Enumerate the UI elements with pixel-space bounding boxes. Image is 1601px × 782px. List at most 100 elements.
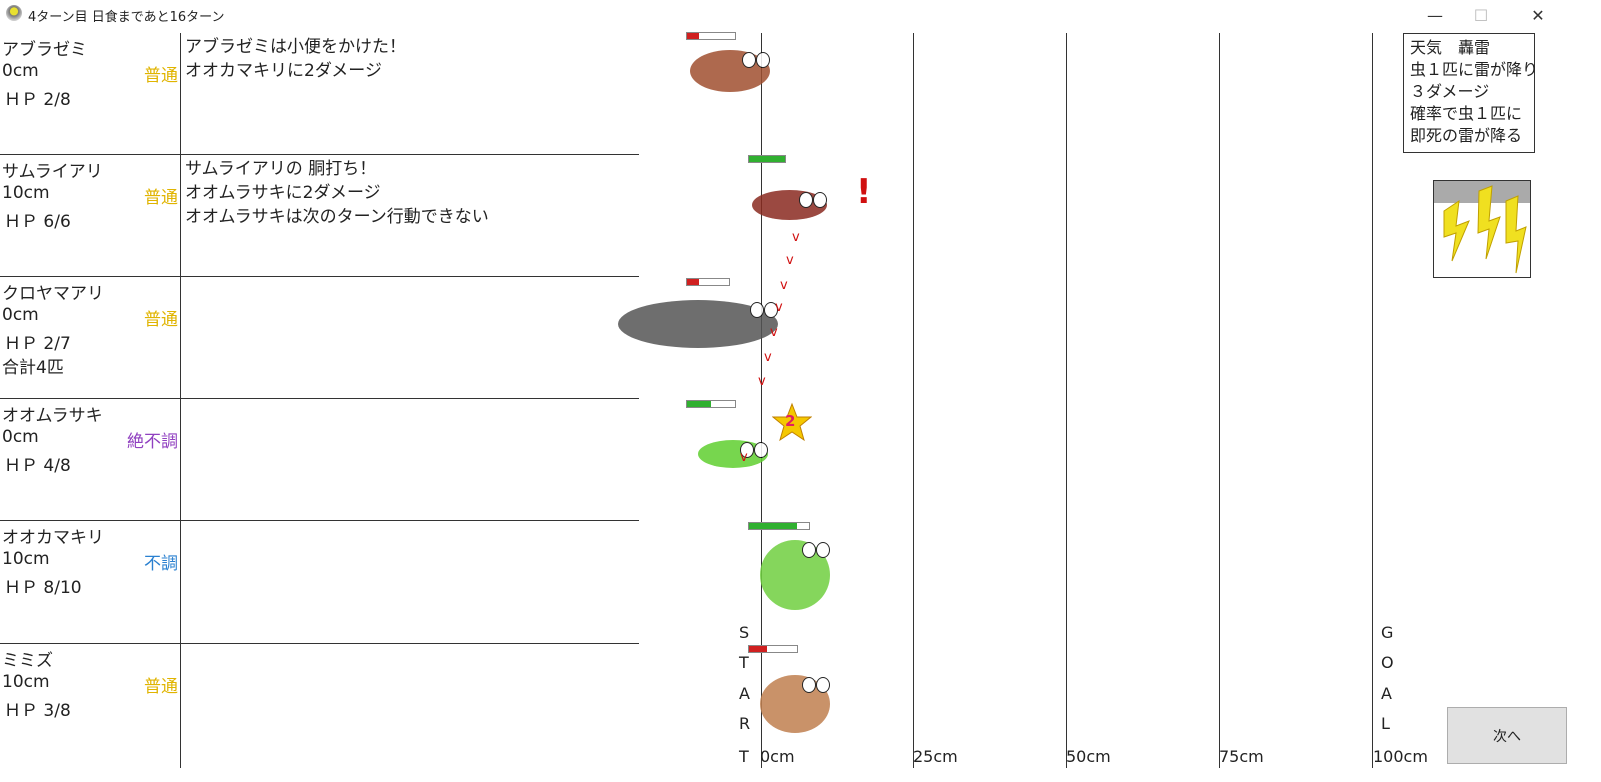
goal-letter: G — [1381, 623, 1394, 642]
insect-distance: 10cm — [2, 549, 50, 569]
app-icon — [6, 5, 22, 21]
start-letter: R — [739, 714, 751, 733]
row-divider — [0, 276, 639, 277]
eye-icon — [813, 192, 827, 208]
insect-row: サムライアリ 10cm 普通 ＨＰ 6/6 サムライアリの 胴打ち！ オオムラサ… — [0, 155, 640, 277]
insect-distance: 0cm — [2, 427, 39, 447]
eye-icon — [750, 302, 764, 318]
row-divider — [0, 520, 639, 521]
path-arrow-icon: v — [770, 325, 778, 340]
eye-icon — [756, 52, 770, 68]
insect-name: ミミズ — [2, 651, 53, 671]
hp-bar — [686, 400, 736, 408]
insect-hp: ＨＰ 4/8 — [4, 456, 71, 476]
insect-extra: 合計4匹 — [2, 358, 64, 378]
path-arrow-icon: v — [758, 374, 766, 389]
tick-label: 0cm — [760, 747, 795, 766]
path-arrow-icon: v — [775, 300, 783, 315]
window-title: 4ターン目 日食まであと16ターン — [28, 10, 225, 25]
row-divider — [0, 154, 639, 155]
next-button[interactable]: 次へ — [1447, 707, 1567, 764]
eye-icon — [754, 442, 768, 458]
insect-hp: ＨＰ 2/8 — [4, 90, 71, 110]
weather-info: 天気 轟雷 虫１匹に雷が降り ３ダメージ 確率で虫１匹に 即死の雷が降る — [1403, 33, 1538, 153]
hp-bar — [748, 155, 786, 163]
insect-name: クロヤマアリ — [2, 284, 104, 304]
row-divider — [0, 398, 639, 399]
tick-label: 25cm — [913, 747, 958, 766]
insect-status: 普通 — [144, 677, 178, 697]
track-line-25 — [913, 33, 914, 768]
eye-icon — [740, 442, 754, 458]
eye-icon — [802, 677, 816, 693]
insect-name: オオカマキリ — [2, 528, 104, 548]
thunder-icon — [1433, 180, 1531, 278]
path-arrow-icon: v — [792, 230, 800, 245]
samurai-ant-sprite — [752, 190, 827, 220]
black-ant-sprite — [618, 300, 778, 348]
path-arrow-icon: v — [780, 278, 788, 293]
tick-label: 75cm — [1219, 747, 1264, 766]
start-letter: A — [739, 684, 750, 703]
insect-row: アブラゼミ 0cm 普通 ＨＰ 2/8 アブラゼミは小便をかけた！ オオカマキリ… — [0, 33, 640, 155]
insect-row: ミミズ 10cm 普通 ＨＰ 3/8 — [0, 644, 640, 766]
insect-status: 普通 — [144, 310, 178, 330]
eye-icon — [816, 542, 830, 558]
hp-bar — [686, 32, 736, 40]
insect-status: 普通 — [144, 66, 178, 86]
insect-name: オオムラサキ — [2, 406, 103, 426]
insect-status: 普通 — [144, 188, 178, 208]
panel-divider — [180, 33, 181, 768]
minimize-button[interactable]: — — [1427, 6, 1443, 25]
track-line-75 — [1219, 33, 1220, 768]
goal-letter: L — [1381, 714, 1390, 733]
tick-label: 100cm — [1373, 747, 1428, 766]
insect-hp: ＨＰ 8/10 — [4, 578, 82, 598]
eye-icon — [802, 542, 816, 558]
start-letter: T — [739, 747, 749, 766]
path-arrow-icon: v — [740, 450, 748, 465]
butterfly-larva-sprite — [698, 440, 768, 468]
eye-icon — [742, 52, 756, 68]
insect-distance: 10cm — [2, 183, 50, 203]
eye-icon — [764, 302, 778, 318]
hp-bar — [748, 522, 810, 530]
start-letter: S — [739, 623, 750, 642]
hp-bar — [748, 645, 798, 653]
insect-hp: ＨＰ 2/7 — [4, 334, 71, 354]
track-line-100 — [1372, 33, 1373, 768]
goal-letter: A — [1381, 684, 1392, 703]
star-icon: 2 — [771, 402, 813, 442]
insect-row: クロヤマアリ 0cm 普通 ＨＰ 2/7 合計4匹 — [0, 277, 640, 399]
insect-status: 絶不調 — [127, 432, 178, 452]
insect-hp: ＨＰ 3/8 — [4, 701, 71, 721]
track-line-50 — [1066, 33, 1067, 768]
battle-log: アブラゼミは小便をかけた！ オオカマキリに2ダメージ — [185, 37, 406, 81]
tick-label: 50cm — [1066, 747, 1111, 766]
close-button[interactable]: ✕ — [1531, 6, 1545, 25]
goal-letter: O — [1381, 653, 1394, 672]
insect-name: サムライアリ — [2, 162, 103, 182]
insect-row: オオカマキリ 10cm 不調 ＨＰ 8/10 — [0, 521, 640, 643]
hp-bar — [686, 278, 730, 286]
mantis-sprite — [760, 540, 830, 610]
insect-distance: 0cm — [2, 61, 39, 81]
insect-name: アブラゼミ — [2, 40, 87, 60]
cicada-sprite — [690, 50, 770, 92]
earthworm-sprite — [760, 675, 830, 733]
insect-status: 不調 — [144, 554, 178, 574]
row-divider — [0, 643, 639, 644]
insect-distance: 0cm — [2, 305, 39, 325]
insect-hp: ＨＰ 6/6 — [4, 212, 71, 232]
star-number: 2 — [785, 412, 796, 430]
insect-distance: 10cm — [2, 672, 50, 692]
path-arrow-icon: v — [786, 253, 794, 268]
insect-row: オオムラサキ 0cm 絶不調 ＨＰ 4/8 — [0, 399, 640, 521]
eye-icon — [799, 192, 813, 208]
maximize-button[interactable]: ☐ — [1473, 6, 1489, 25]
path-arrow-icon: v — [764, 350, 772, 365]
eye-icon — [816, 677, 830, 693]
battle-log: サムライアリの 胴打ち！ オオムラサキに2ダメージ オオムラサキは次のターン行動… — [185, 159, 489, 227]
track-line-0 — [761, 33, 762, 768]
start-letter: T — [739, 653, 749, 672]
